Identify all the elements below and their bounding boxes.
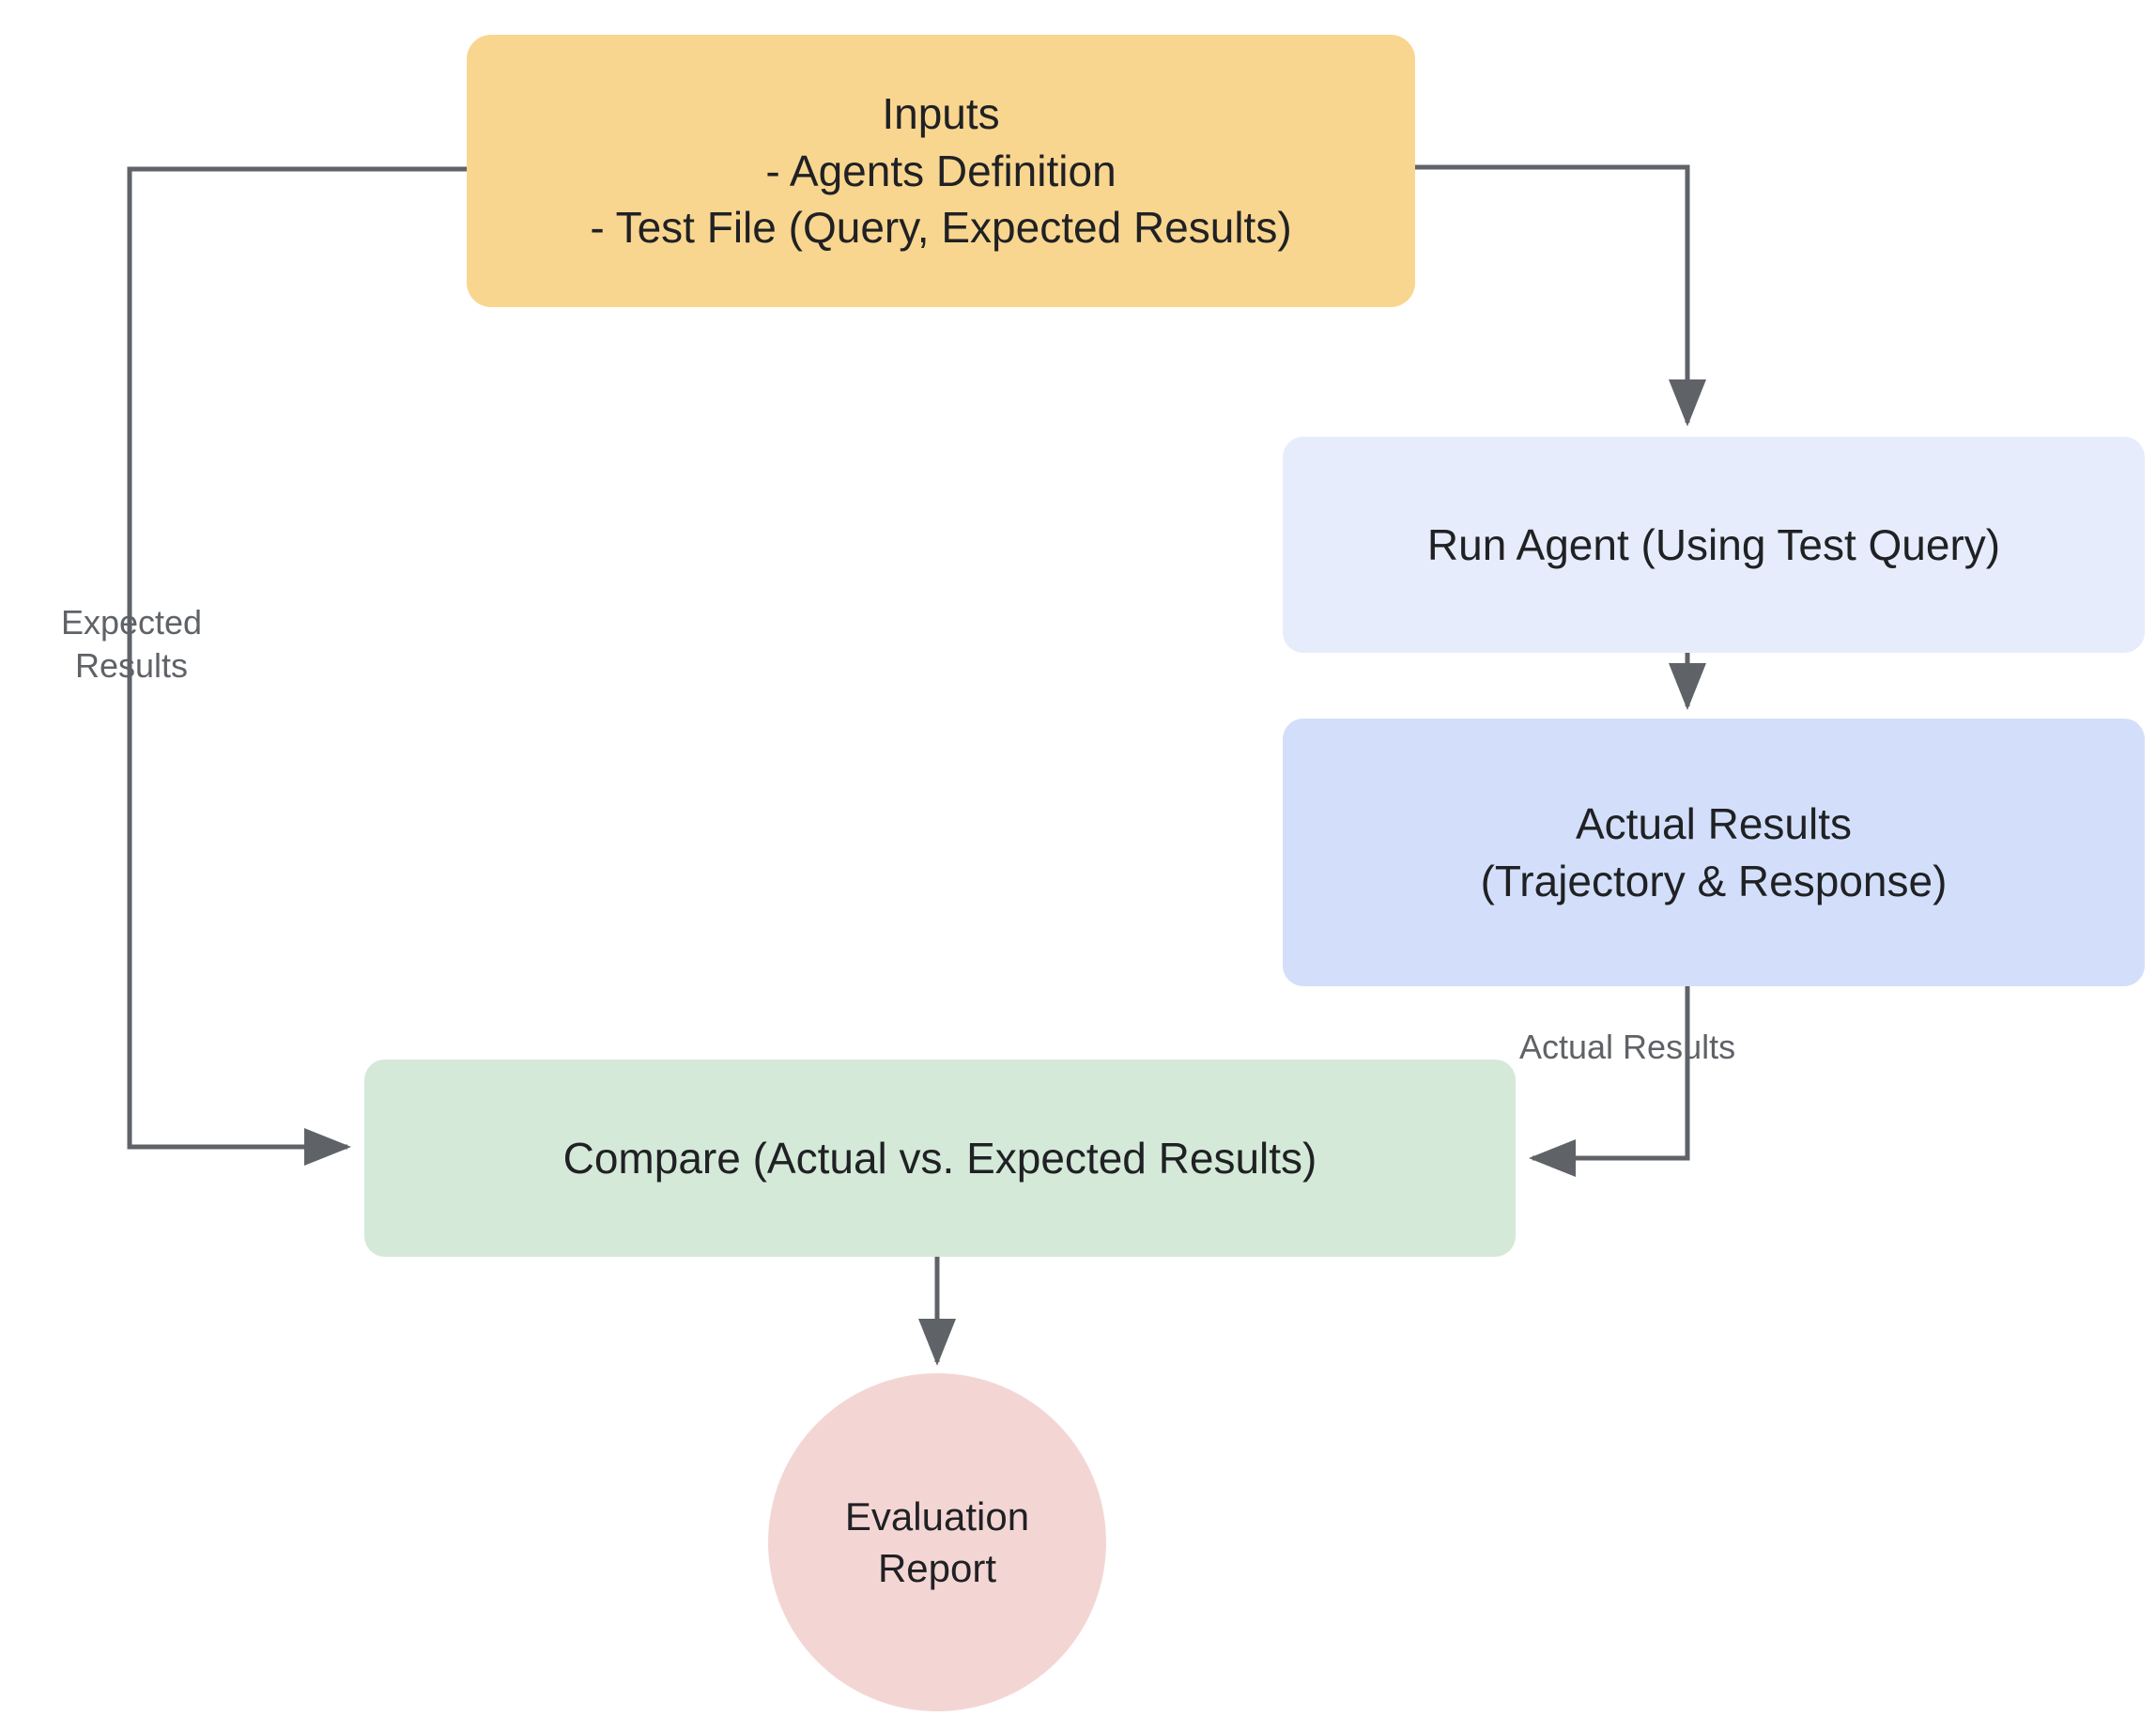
node-inputs[interactable]: Inputs - Agents Definition - Test File (… (467, 35, 1415, 307)
edge-actual-results-to-compare (1528, 986, 1690, 1177)
node-run-agent-label: Run Agent (Using Test Query) (1426, 519, 2001, 569)
node-evaluation-report-label: Evaluation Report (844, 1493, 1030, 1590)
node-inputs-label: Inputs - Agents Definition - Test File (… (590, 88, 1292, 253)
node-run-agent[interactable]: Run Agent (Using Test Query) (1283, 437, 2145, 653)
node-compare[interactable]: Compare (Actual vs. Expected Results) (364, 1060, 1516, 1257)
edge-label-actual-results: Actual Results (1519, 1028, 1736, 1066)
node-actual-results[interactable]: Actual Results (Trajectory & Response) (1283, 719, 2145, 986)
edge-label-expected-results: Expected Results (60, 603, 203, 686)
node-evaluation-report[interactable]: Evaluation Report (768, 1373, 1106, 1711)
node-actual-results-label: Actual Results (Trajectory & Response) (1480, 798, 1948, 905)
node-compare-label: Compare (Actual vs. Expected Results) (562, 1133, 1317, 1183)
edge-inputs-to-run-agent (1415, 164, 1706, 427)
